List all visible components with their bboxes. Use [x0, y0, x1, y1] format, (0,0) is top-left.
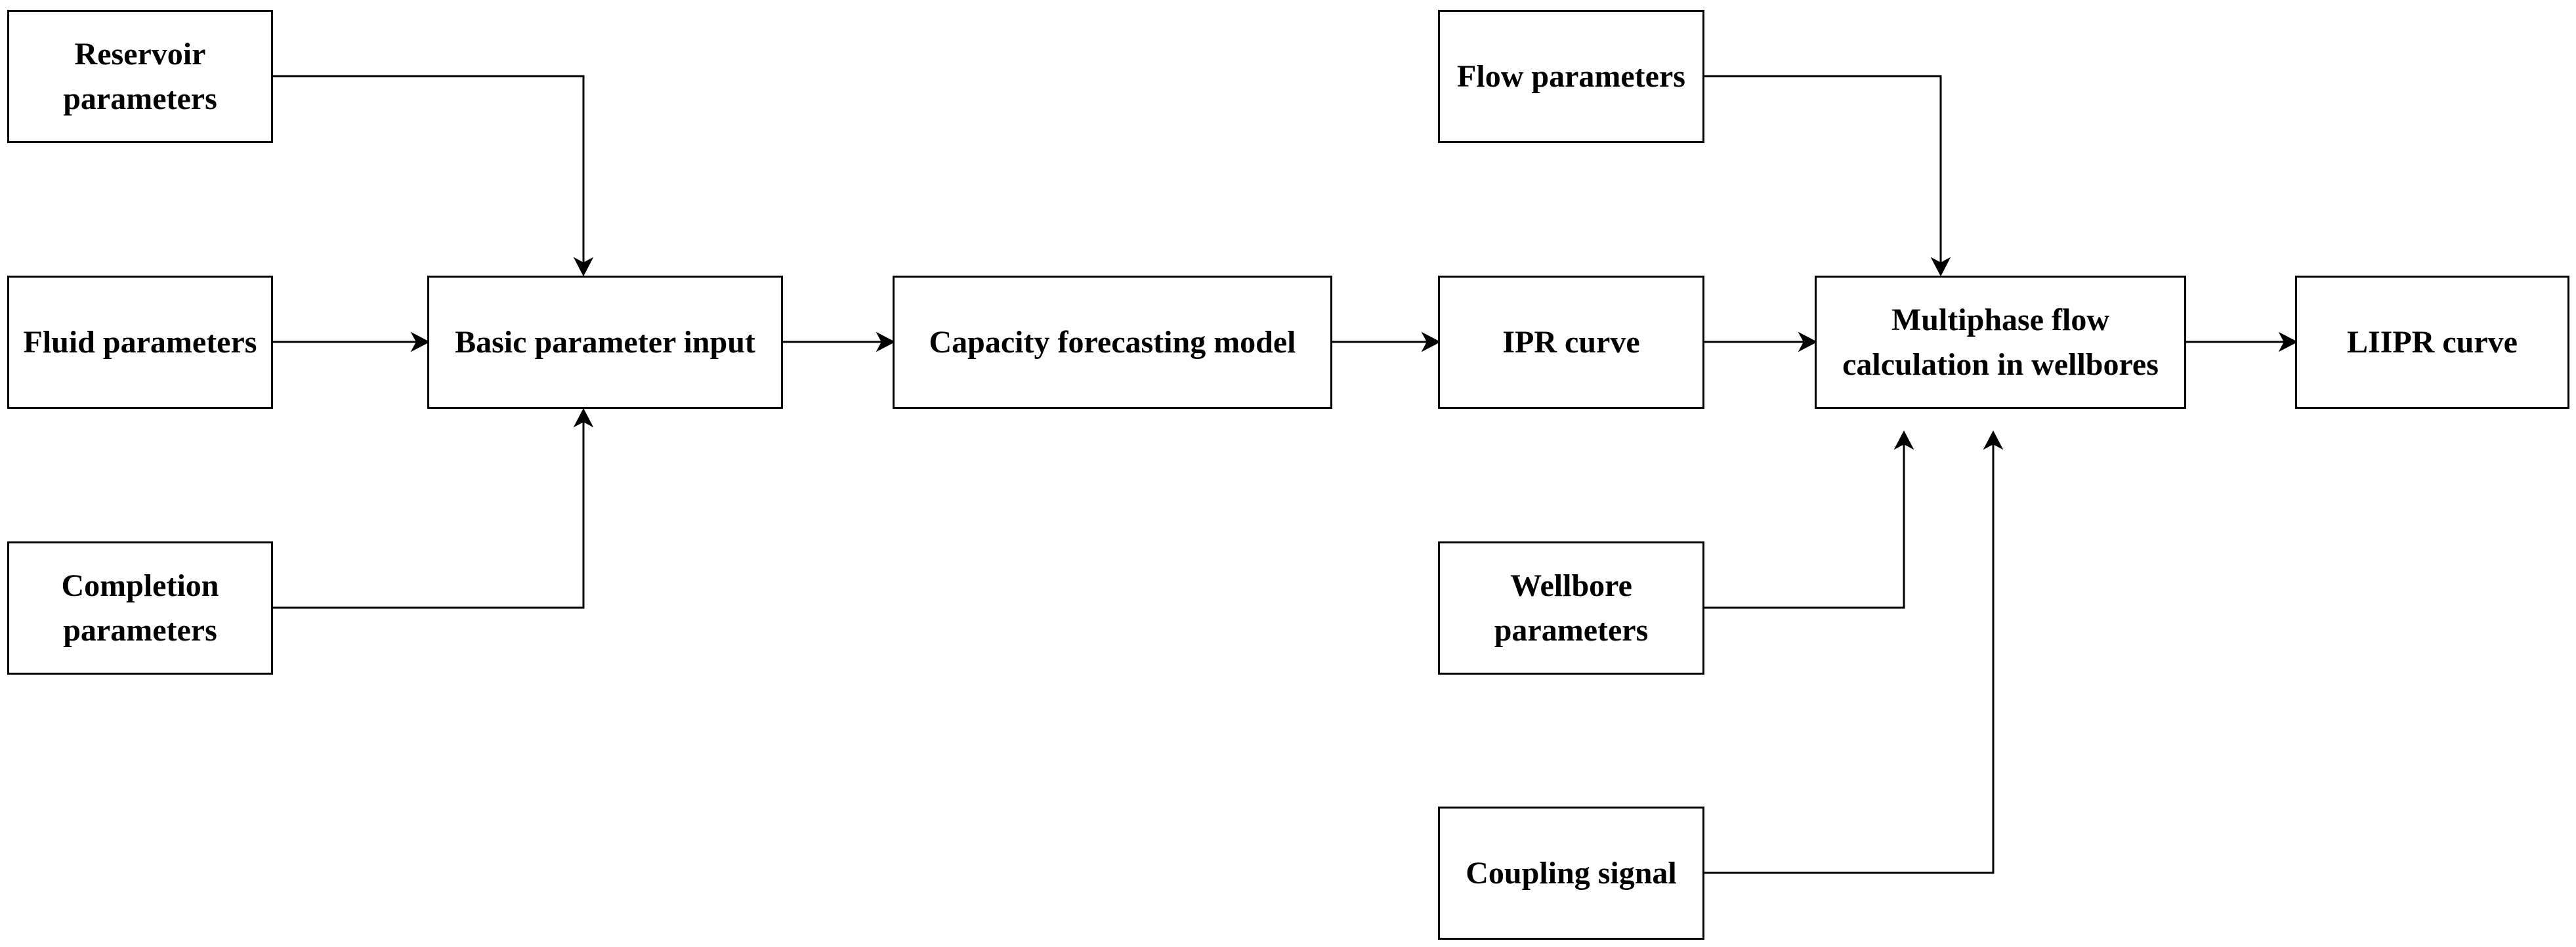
wellbore-parameters-label: Wellbore parameters: [1494, 568, 1649, 648]
wellbore-parameters-box: Wellbore parameters: [1438, 541, 1704, 675]
edge-coupling-signal-to-multiphase: [1704, 433, 1995, 874]
fluid-parameters-box: Fluid parameters: [7, 276, 273, 409]
arrowhead-multiphase: [2278, 331, 2298, 352]
fluid-parameters-label: Fluid parameters: [23, 324, 257, 360]
coupling-signal-label: Coupling signal: [1466, 855, 1677, 891]
ipr-curve-box: IPR curve: [1438, 276, 1704, 409]
capacity-forecasting-model-label: Capacity forecasting model: [929, 324, 1296, 360]
multiphase-flow-calculation-label: Multiphase flow calculation in wellbores: [1842, 302, 2159, 382]
arrowhead-reservoir: [573, 257, 594, 277]
basic-parameter-input-box: Basic parameter input: [427, 276, 783, 409]
arrowhead-completion: [573, 408, 594, 428]
arrowhead-flow-parameters: [1930, 257, 1951, 277]
completion-parameters-label: Completion parameters: [61, 568, 219, 648]
reservoir-parameters-box: Reservoir parameters: [7, 10, 273, 143]
edge-reservoir-to-basic-input: [272, 75, 585, 274]
arrowhead-fluid: [410, 331, 431, 352]
coupling-signal-box: Coupling signal: [1438, 807, 1704, 940]
arrowhead-wellbore: [1893, 430, 1914, 450]
liipr-curve-label: LIIPR curve: [2347, 324, 2518, 360]
edge-wellbore-to-multiphase: [1704, 433, 1905, 609]
basic-parameter-input-label: Basic parameter input: [455, 324, 755, 360]
flow-parameters-box: Flow parameters: [1438, 10, 1704, 143]
arrowhead-coupling-signal: [1983, 430, 2004, 450]
liipr-curve-box: LIIPR curve: [2295, 276, 2569, 409]
arrowhead-ipr-curve: [1798, 331, 1818, 352]
arrowhead-basic-input: [876, 331, 896, 352]
multiphase-flow-calculation-box: Multiphase flow calculation in wellbores: [1815, 276, 2186, 409]
edge-completion-to-basic-input: [272, 411, 585, 609]
edge-flow-parameters-to-multiphase: [1704, 75, 1942, 274]
completion-parameters-box: Completion parameters: [7, 541, 273, 675]
arrowhead-capacity-model: [1421, 331, 1441, 352]
reservoir-parameters-label: Reservoir parameters: [63, 36, 217, 116]
flow-parameters-label: Flow parameters: [1457, 58, 1685, 94]
ipr-curve-label: IPR curve: [1502, 324, 1640, 360]
capacity-forecasting-model-box: Capacity forecasting model: [893, 276, 1332, 409]
